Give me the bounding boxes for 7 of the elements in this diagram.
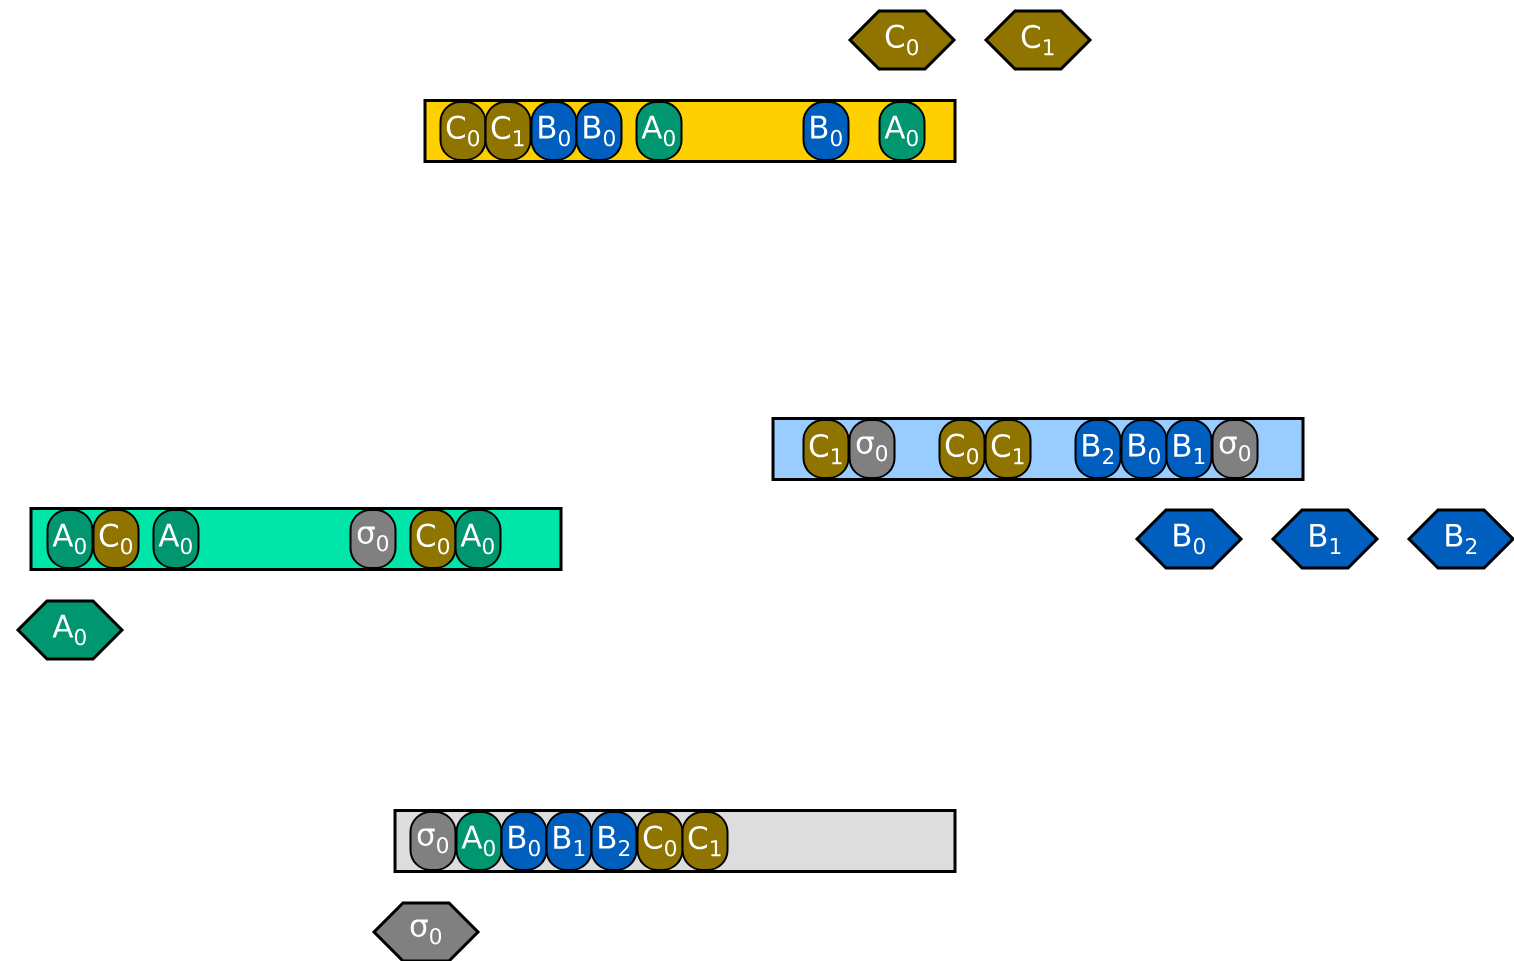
hexagon-tag: σ$_{0}$ <box>371 901 481 961</box>
hexagon-tag: A$_{0}$ <box>15 599 125 661</box>
hexagon-tag: C$_{0}$ <box>847 9 957 71</box>
hexagon-tag: B$_{1}$ <box>1270 508 1380 570</box>
hexagon-tag: B$_{2}$ <box>1406 508 1514 570</box>
hexagon-tag: C$_{1}$ <box>983 9 1093 71</box>
hexagon-tag: B$_{0}$ <box>1134 508 1244 570</box>
